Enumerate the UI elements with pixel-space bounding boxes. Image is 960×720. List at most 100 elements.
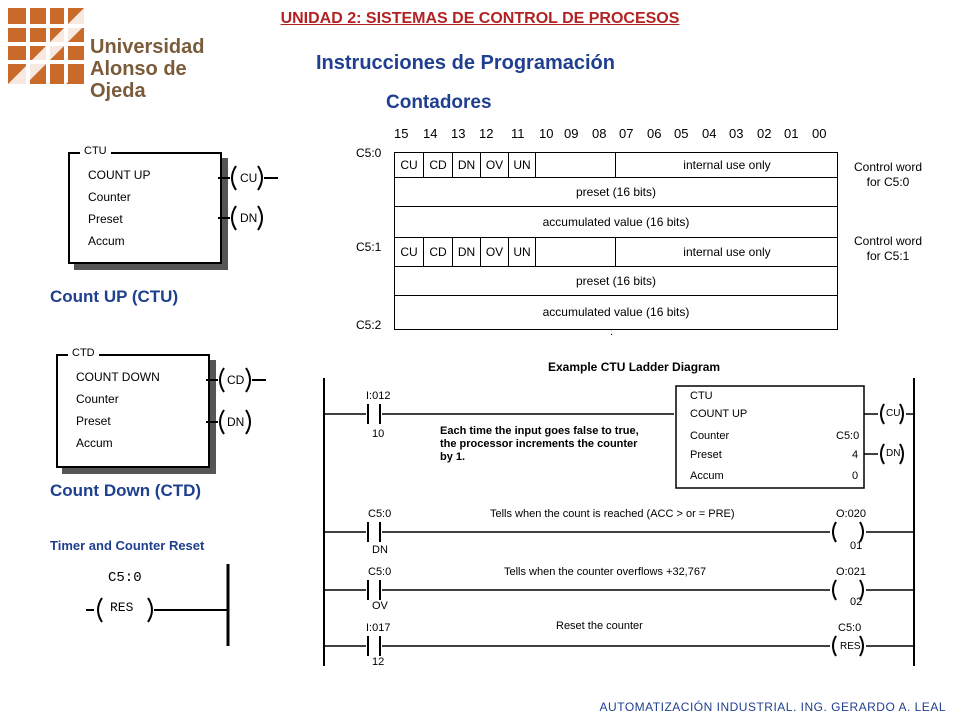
ctd-caption: Count Down (CTD)	[50, 481, 202, 500]
ladder-title: Example CTU Ladder Diagram	[548, 360, 721, 374]
bit-label: 13	[451, 126, 466, 141]
rung1-contact-addr: I:012	[366, 390, 391, 402]
ladder-diagram	[323, 378, 915, 666]
flag-cell: UN	[509, 238, 536, 266]
bit-label: 15	[394, 126, 409, 141]
rung1-contact-bit: 10	[372, 428, 385, 440]
word-label-c51: C5:1	[356, 240, 382, 254]
internal-use-cell: internal use only	[683, 245, 771, 259]
sub-title: Contadores	[386, 92, 492, 113]
flag-cell: CU	[395, 238, 424, 266]
flag-cell: CD	[424, 153, 453, 177]
rung1-block-line: Counter	[690, 430, 730, 442]
flag-cell: CD	[424, 238, 453, 266]
preset-row: preset (16 bits)	[395, 267, 837, 296]
university-logo: Universidad Alonso de Ojeda	[6, 6, 204, 102]
logo-line2: Alonso de Ojeda	[90, 58, 187, 102]
reset-coil-icon	[86, 564, 230, 646]
rung4-out-bit: RES	[840, 641, 861, 652]
flag-cell: DN	[453, 153, 481, 177]
control-word-table: CU CD DN OV UN internal use only preset …	[394, 152, 838, 330]
rung1-coil-dn: DN	[886, 448, 901, 459]
rung1-note-line: Each time the input goes false to true,	[440, 425, 639, 437]
rung1-accum-value: 0	[852, 470, 859, 482]
rung1-note-line: by 1.	[440, 451, 466, 463]
bit-label: 09	[564, 126, 579, 141]
side-label-line: for C5:0	[866, 175, 910, 189]
rung1-preset-value: 4	[852, 449, 859, 461]
main-title: Instrucciones de Programación	[316, 52, 615, 74]
bit-label: 07	[619, 126, 634, 141]
ctd-line: COUNT DOWN	[76, 370, 160, 384]
bit-label: 04	[702, 126, 717, 141]
bit-label: 08	[592, 126, 607, 141]
rung1-counter-value: C5:0	[836, 430, 860, 442]
side-label-line: Control word	[853, 234, 923, 248]
flag-cell: OV	[481, 238, 509, 266]
ctu-header: CTU	[80, 145, 111, 157]
bit-label: 03	[729, 126, 744, 141]
logo-emblem-icon	[8, 8, 84, 84]
ctd-line: Counter	[76, 392, 119, 406]
ctd-coil-cd: CD	[227, 373, 245, 387]
flag-cell: OV	[481, 153, 509, 177]
footer: AUTOMATIZACIÓN INDUSTRIAL. ING. GERARDO …	[599, 700, 946, 714]
rung1-block-line: Preset	[690, 449, 722, 461]
bit-label: 12	[479, 126, 494, 141]
bit-label: 10	[539, 126, 554, 141]
ctu-line: COUNT UP	[88, 168, 151, 182]
unit-title: UNIDAD 2: SISTEMAS DE CONTROL DE PROCESO…	[280, 10, 680, 27]
reset-address: C5:0	[108, 570, 142, 586]
bit-label: 06	[647, 126, 662, 141]
rung4-out-addr: C5:0	[838, 622, 862, 634]
reset-caption: Timer and Counter Reset	[50, 538, 205, 553]
logo-line1: Universidad	[90, 36, 205, 58]
side-label-c51: Control word for C5:1	[846, 234, 930, 264]
rung4-note: Reset the counter	[556, 620, 643, 632]
reset-coil-label: RES	[110, 600, 134, 615]
bit-label: 11	[511, 126, 525, 141]
flag-cell: UN	[509, 153, 536, 177]
blank-cell	[536, 238, 616, 266]
rung1-block-line: COUNT UP	[690, 408, 748, 420]
rung3-contact-addr: C5:0	[368, 566, 392, 578]
rung3-note: Tells when the counter overflows +32,767	[504, 566, 707, 578]
blank-cell	[536, 153, 616, 177]
ctu-line: Counter	[88, 190, 131, 204]
side-label-line: for C5:1	[866, 249, 910, 263]
continuation-mark: :	[610, 326, 614, 338]
internal-use-cell: internal use only	[683, 158, 771, 172]
control-word-bits: 15 14 13 12 11 10 09 08 07 06 05 04 03 0…	[394, 126, 838, 142]
ctd-line: Accum	[76, 436, 113, 450]
bit-label: 00	[812, 126, 827, 141]
ctd-line: Preset	[76, 414, 111, 428]
ctu-line: Preset	[88, 212, 123, 226]
flag-cell: DN	[453, 238, 481, 266]
word-label-c52: C5:2	[356, 318, 382, 332]
rung2-out-bit: 01	[850, 540, 863, 552]
bit-label: 14	[423, 126, 438, 141]
rung3-contact-bit: OV	[372, 600, 388, 612]
bit-label: 02	[757, 126, 772, 141]
rung2-contact-addr: C5:0	[368, 508, 392, 520]
rung3-out-addr: O:021	[836, 566, 866, 578]
bit-label: 01	[784, 126, 799, 141]
ctd-header: CTD	[68, 347, 99, 359]
ctu-line: Accum	[88, 234, 125, 248]
rung4-contact-addr: I:017	[366, 622, 391, 634]
rung1-note-line: the processor increments the counter	[440, 438, 638, 450]
rung3-out-bit: 02	[850, 596, 863, 608]
rung2-out-addr: O:020	[836, 508, 866, 520]
rung1-note: Each time the input goes false to true, …	[440, 425, 639, 464]
rung1-block-header: CTU	[690, 390, 713, 402]
ctu-block: CTU COUNT UP Counter Preset Accum	[68, 145, 222, 264]
rung4-contact-bit: 12	[372, 656, 385, 668]
rung1-block-line: Accum	[690, 470, 724, 482]
ctd-block: CTD COUNT DOWN Counter Preset Accum	[56, 347, 210, 468]
bit-label: 05	[674, 126, 689, 141]
ctu-coil-dn: DN	[240, 211, 258, 225]
rung2-note: Tells when the count is reached (ACC > o…	[490, 508, 735, 520]
ctu-coil-cu: CU	[240, 171, 258, 185]
side-label-c50: Control word for C5:0	[846, 160, 930, 190]
side-label-line: Control word	[853, 160, 923, 174]
